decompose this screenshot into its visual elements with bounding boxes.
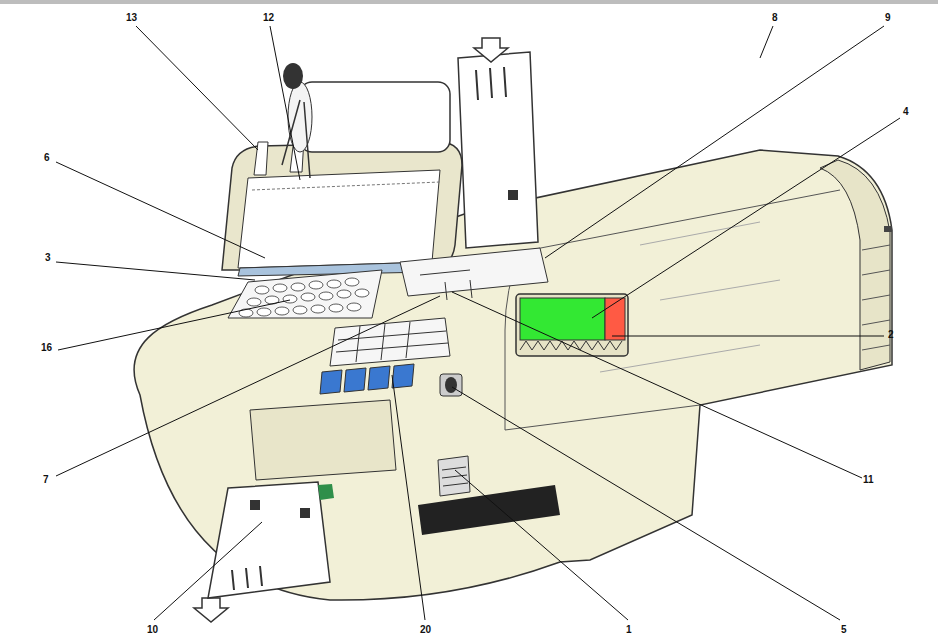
callout-number: 6 [44, 152, 50, 164]
key [327, 280, 341, 288]
key [255, 286, 269, 294]
numeric-key-grid [336, 322, 448, 362]
key [320, 370, 342, 394]
card-hole [300, 508, 310, 518]
callout-number: 10 [147, 624, 158, 636]
leader-lines [56, 26, 900, 620]
leader-line [56, 262, 255, 280]
key [368, 366, 390, 390]
roll-end [288, 82, 312, 152]
callout-number: 5 [841, 624, 847, 636]
control-knob [440, 374, 462, 396]
callout-number: 9 [885, 12, 891, 24]
callout-number: 3 [45, 252, 51, 264]
display-green [520, 298, 605, 340]
card-stripes [232, 566, 262, 590]
display-red [605, 298, 625, 340]
card-hole [250, 500, 260, 510]
leader-line [760, 26, 773, 58]
leader-line [612, 336, 884, 337]
key [301, 293, 315, 301]
key [275, 307, 289, 315]
magnetic-card-in [458, 52, 538, 248]
side-ribs [862, 245, 890, 350]
leader-line [270, 26, 300, 180]
eject-arrow [194, 598, 228, 622]
leader-line [545, 26, 884, 258]
green-indicator [318, 484, 334, 500]
key [355, 289, 369, 297]
card-hole [508, 190, 518, 200]
key [257, 308, 271, 316]
leader-line [592, 118, 900, 318]
leader-line [452, 292, 862, 478]
key [337, 290, 351, 298]
callout-number: 8 [772, 12, 778, 24]
key [247, 298, 261, 306]
key [319, 292, 333, 300]
leader-line [452, 387, 840, 620]
callout-number: 7 [43, 474, 49, 486]
leader-line [154, 522, 262, 620]
front-slot [438, 456, 470, 496]
numeric-keypad [330, 318, 450, 366]
leader-line [56, 296, 440, 476]
key [291, 283, 305, 291]
vent [418, 485, 560, 535]
function-keys [239, 278, 369, 317]
printer-paper [238, 170, 440, 268]
leader-line [58, 300, 290, 350]
blue-keys [320, 364, 414, 394]
magnetic-card-out [208, 482, 330, 598]
side-knob [884, 226, 892, 232]
slot-lines [420, 270, 472, 300]
callout-number: 20 [420, 624, 431, 636]
callout-number: 11 [863, 474, 874, 486]
key [293, 306, 307, 314]
card-stripes [476, 67, 506, 100]
key [344, 368, 366, 392]
insert-arrow [474, 38, 508, 62]
body-edge [505, 190, 840, 430]
callout-number: 13 [126, 12, 137, 24]
top-rule [0, 0, 938, 4]
key [311, 305, 325, 313]
callout-number: 4 [903, 106, 909, 118]
key [392, 364, 414, 388]
key [347, 303, 361, 311]
callout-number: 16 [41, 342, 52, 354]
leader-line [392, 375, 425, 620]
card-exit [250, 400, 396, 480]
paper-perforation [252, 182, 440, 190]
leader-line [136, 26, 258, 150]
slot-ribs [442, 467, 468, 486]
leader-line [56, 162, 265, 258]
paper-roll [300, 82, 450, 152]
callout-number: 12 [263, 12, 274, 24]
key [345, 278, 359, 286]
function-keypad [228, 270, 382, 318]
key [273, 284, 287, 292]
key [283, 295, 297, 303]
roll-knob [283, 63, 303, 89]
callout-number: 1 [626, 624, 632, 636]
key [309, 281, 323, 289]
key [329, 304, 343, 312]
callout-number: 2 [888, 329, 894, 341]
card-slot-plate [400, 248, 548, 296]
knob-center [445, 377, 457, 393]
leader-line [455, 470, 628, 620]
